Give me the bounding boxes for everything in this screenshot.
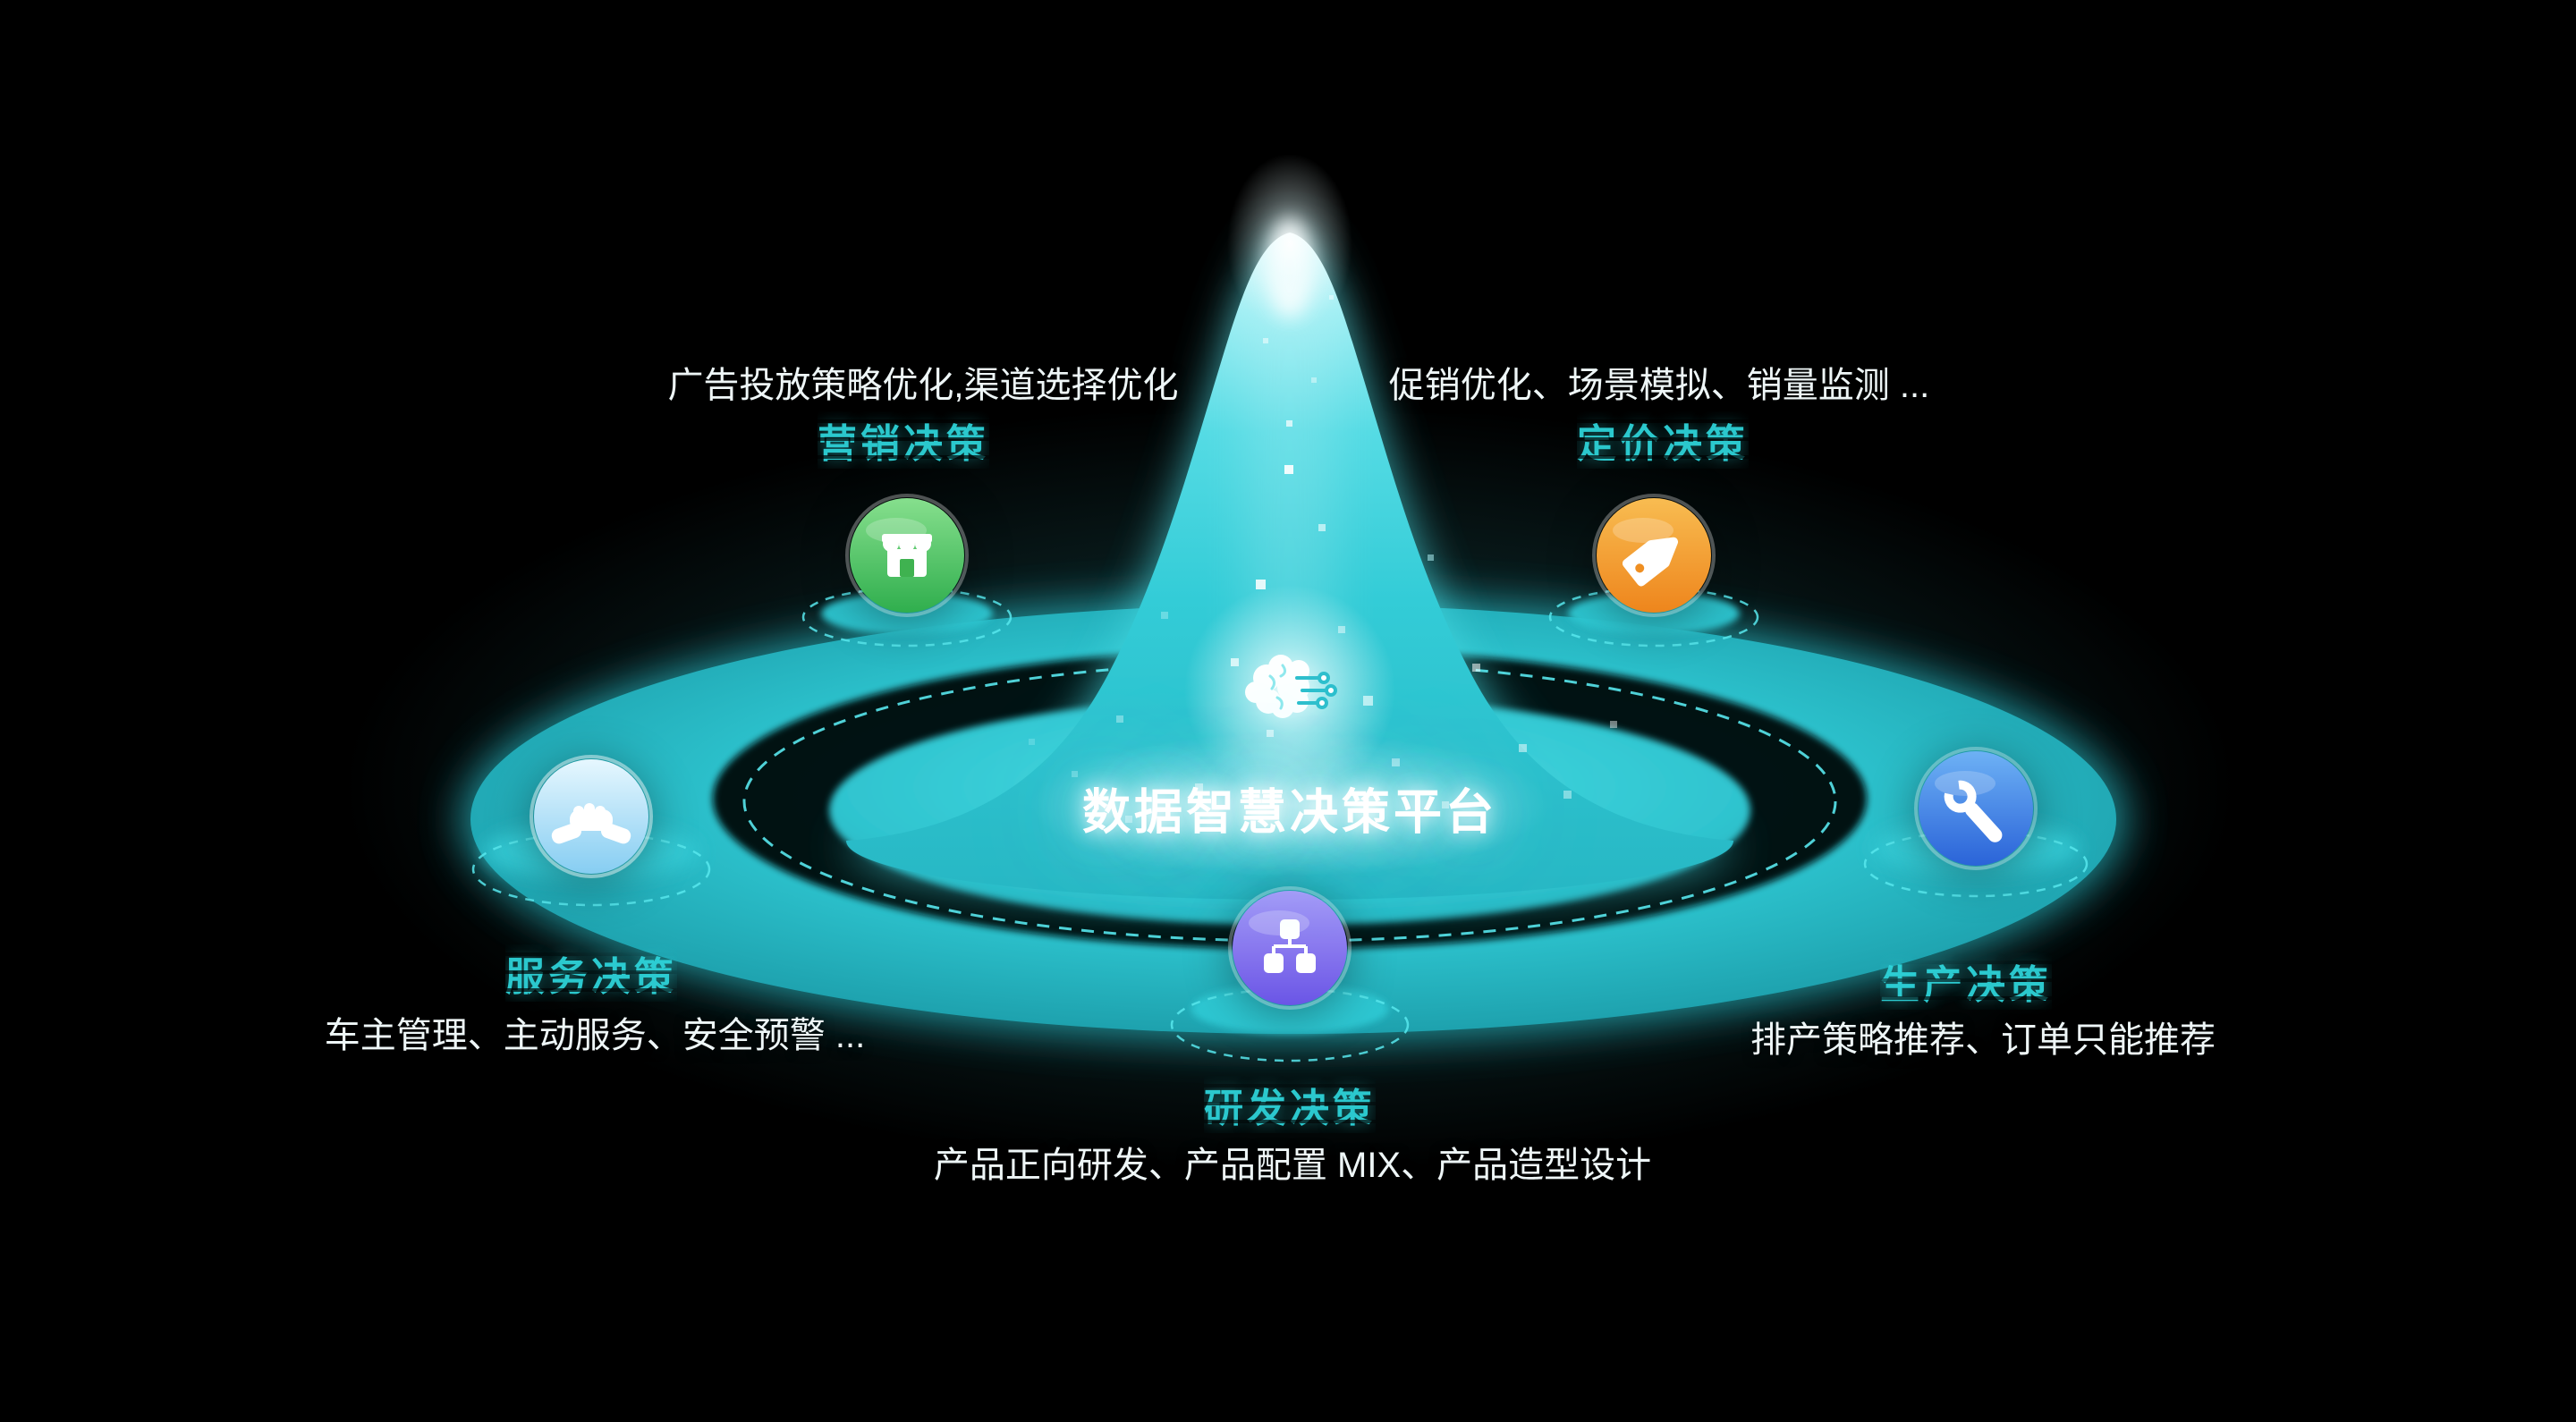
org-chart-icon (1228, 886, 1352, 1010)
org-chart-glyph (1264, 919, 1316, 973)
handshake-icon (530, 755, 653, 878)
peak-halo (1227, 154, 1352, 333)
price-tag-glyph (1622, 537, 1679, 587)
rnd-node (1227, 885, 1352, 1011)
pricing-label: 定价决策 (1577, 422, 1749, 466)
service-label: 服务决策 (505, 955, 677, 999)
marketing-node (844, 493, 970, 618)
pricing-node (1591, 493, 1716, 618)
marketing-label: 营销决策 (818, 422, 989, 466)
marketing-desc: 广告投放策略优化,渠道选择优化 (667, 366, 1179, 405)
brain-circuit-icon (1245, 655, 1337, 718)
service-node (529, 754, 654, 879)
production-node (1913, 746, 2038, 871)
wrench-icon (1914, 747, 2038, 870)
storefront-glyph (882, 534, 932, 577)
production-desc: 排产策略推荐、订单只能推荐 (1750, 1020, 2216, 1060)
storefront-icon (845, 494, 969, 617)
node-pedestals (471, 587, 2089, 1062)
title-glow (1030, 733, 1549, 876)
price-tag-icon (1592, 494, 1716, 617)
handshake-glyph (551, 803, 631, 844)
pricing-desc: 促销优化、场景模拟、销量监测 ... (1388, 366, 1930, 405)
production-label: 生产决策 (1880, 963, 2052, 1007)
wrench-glyph (1944, 780, 2003, 842)
rnd-desc: 产品正向研发、产品配置 MIX、产品造型设计 (933, 1146, 1652, 1185)
service-desc: 车主管理、主动服务、安全预警 ... (324, 1016, 866, 1055)
rnd-label: 研发决策 (1204, 1087, 1376, 1130)
platform-title: 数据智慧决策平台 (1082, 785, 1497, 840)
